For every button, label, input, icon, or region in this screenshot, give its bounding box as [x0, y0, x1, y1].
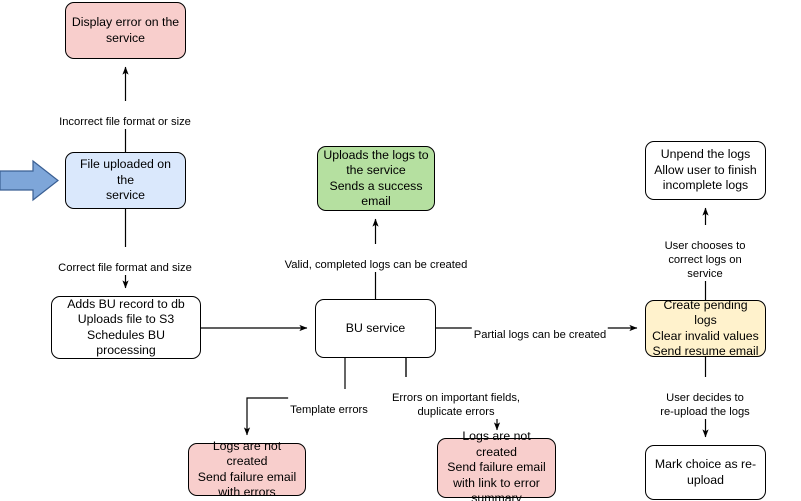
- node-file-uploaded[interactable]: File uploaded on the service: [65, 152, 186, 209]
- edge-label-text: User chooses to correct logs on service: [664, 240, 746, 280]
- entry-arrow-shape: [0, 159, 59, 202]
- edge-label-text: Correct file format and size: [58, 262, 192, 274]
- node-label: File uploaded on the service: [80, 157, 171, 203]
- node-bu-service[interactable]: BU service: [315, 299, 436, 358]
- edge-label-text: User decides to re-upload the logs: [660, 392, 750, 418]
- edge-label-template-errors: Template errors: [288, 389, 370, 417]
- node-label: Create pending logs Clear invalid values…: [652, 297, 759, 359]
- node-mark-choice-reupload[interactable]: Mark choice as re- upload: [645, 445, 766, 500]
- edge-label-valid-completed: Valid, completed logs can be created: [282, 244, 470, 272]
- node-label: Unpend the logs Allow user to finish inc…: [654, 147, 757, 193]
- node-label: Uploads the logs to the service Sends a …: [323, 147, 429, 209]
- node-label: Display error on the service: [71, 15, 180, 45]
- edge-label-text: Incorrect file format or size: [59, 116, 191, 128]
- node-uploads-logs[interactable]: Uploads the logs to the service Sends a …: [317, 146, 435, 211]
- node-adds-bu-record[interactable]: Adds BU record to db Uploads file to S3 …: [51, 296, 201, 359]
- node-create-pending-logs[interactable]: Create pending logs Clear invalid values…: [645, 297, 766, 359]
- edge-label-errors-important-fields: Errors on important fields, duplicate er…: [389, 377, 523, 419]
- node-display-error[interactable]: Display error on the service: [65, 2, 186, 59]
- node-label: Logs are not created Send failure email …: [447, 429, 546, 501]
- node-label: Logs are not created Send failure email …: [197, 438, 297, 500]
- edge-label-user-decides-reupload: User decides to re-upload the logs: [657, 377, 753, 419]
- node-logs-not-created-errors[interactable]: Logs are not created Send failure email …: [188, 439, 306, 499]
- edge-label-text: Partial logs can be created: [473, 329, 607, 341]
- node-label: Adds BU record to db Uploads file to S3 …: [67, 296, 185, 358]
- node-label: BU service: [345, 320, 406, 335]
- edge-label-text: Valid, completed logs can be created: [284, 259, 468, 271]
- node-logs-not-created-link[interactable]: Logs are not created Send failure email …: [437, 429, 556, 501]
- edge-label-correct-format: Correct file format and size: [56, 247, 194, 275]
- node-label: Mark choice as re- upload: [654, 457, 757, 487]
- edge-label-user-chooses-correct: User chooses to correct logs on service: [657, 225, 753, 281]
- edge-label-text: Errors on important fields, duplicate er…: [391, 392, 521, 418]
- node-unpend-logs[interactable]: Unpend the logs Allow user to finish inc…: [645, 141, 766, 200]
- edge-label-partial-logs: Partial logs can be created: [471, 314, 609, 342]
- edge-label-incorrect-format: Incorrect file format or size: [57, 101, 193, 129]
- edge-label-text: Template errors: [290, 404, 368, 416]
